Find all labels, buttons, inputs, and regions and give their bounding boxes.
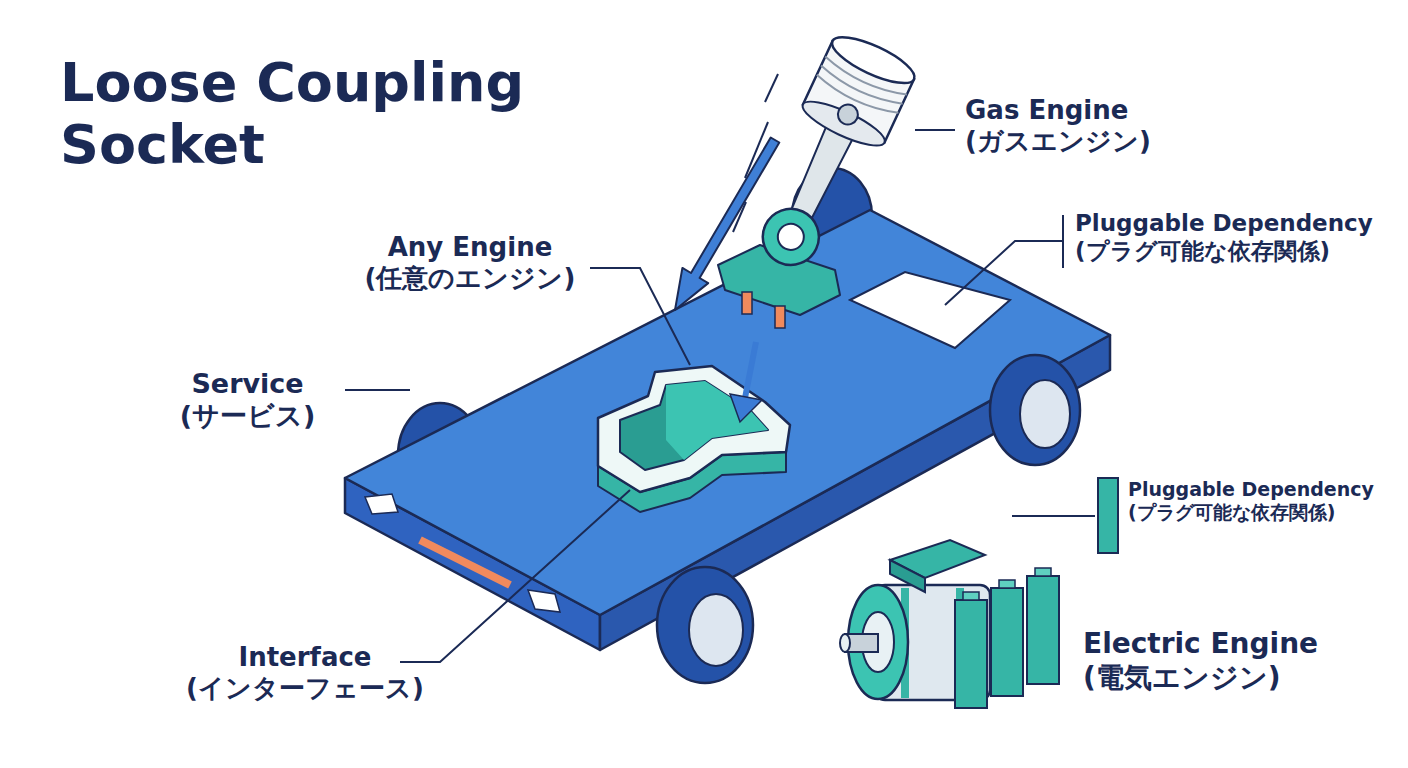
- battery: [955, 600, 987, 708]
- leader-line: [345, 389, 410, 391]
- callout-label: Pluggable Dependency (プラグ可能な依存関係): [1075, 210, 1395, 265]
- battery-cap: [1035, 568, 1051, 576]
- leader-line: [915, 129, 955, 131]
- leader-line: [400, 490, 630, 662]
- callout-label: Service (サービス): [150, 368, 345, 433]
- socket-inner: [666, 381, 768, 460]
- insert-arrow: [745, 342, 756, 398]
- callout-label: Pluggable Dependency (プラグ可能な依存関係): [1128, 478, 1378, 524]
- motion-line: [765, 74, 778, 102]
- batteries: [955, 568, 1059, 708]
- terminal-box: [890, 560, 925, 592]
- insert-arrowhead: [730, 394, 762, 422]
- socket-rim: [598, 366, 790, 492]
- piston-bottom: [798, 94, 890, 154]
- callout-label: Interface (インターフェース): [180, 642, 430, 704]
- piston-ring: [814, 57, 907, 120]
- piston: [738, 28, 920, 281]
- rod-bore: [774, 220, 809, 255]
- battery-cap: [963, 592, 979, 600]
- leader-line: [590, 268, 690, 365]
- battery: [991, 588, 1023, 696]
- motion-line: [733, 202, 746, 232]
- piston-pin: [835, 101, 862, 128]
- mount-pin: [742, 292, 752, 314]
- leader-line: [1012, 515, 1095, 517]
- front-stripe: [420, 540, 510, 585]
- leader-lines: [345, 130, 1095, 662]
- rod-end: [754, 200, 828, 274]
- chassis-top: [345, 210, 1110, 615]
- wheel-hub: [1020, 380, 1070, 448]
- leader-line: [945, 241, 1063, 305]
- bracket-marker: [1098, 478, 1118, 553]
- headlight: [528, 590, 560, 612]
- diagram-title: Loose Coupling Socket: [60, 52, 580, 176]
- wheel: [657, 567, 753, 683]
- callout-label: Any Engine (任意のエンジン): [350, 232, 590, 294]
- motion-line: [745, 122, 768, 178]
- shaft-end: [840, 634, 850, 652]
- piston-top: [827, 28, 920, 91]
- headlight: [365, 494, 398, 514]
- plate: [850, 272, 1010, 348]
- callout-label: Gas Engine (ガスエンジン): [965, 95, 1205, 157]
- mount-pin: [775, 306, 785, 328]
- callout-label: Electric Engine (電気エンジン): [1083, 627, 1333, 694]
- wheel-hub: [689, 594, 743, 666]
- battery: [1027, 576, 1059, 684]
- wheel: [990, 355, 1080, 465]
- battery-cap: [999, 580, 1015, 588]
